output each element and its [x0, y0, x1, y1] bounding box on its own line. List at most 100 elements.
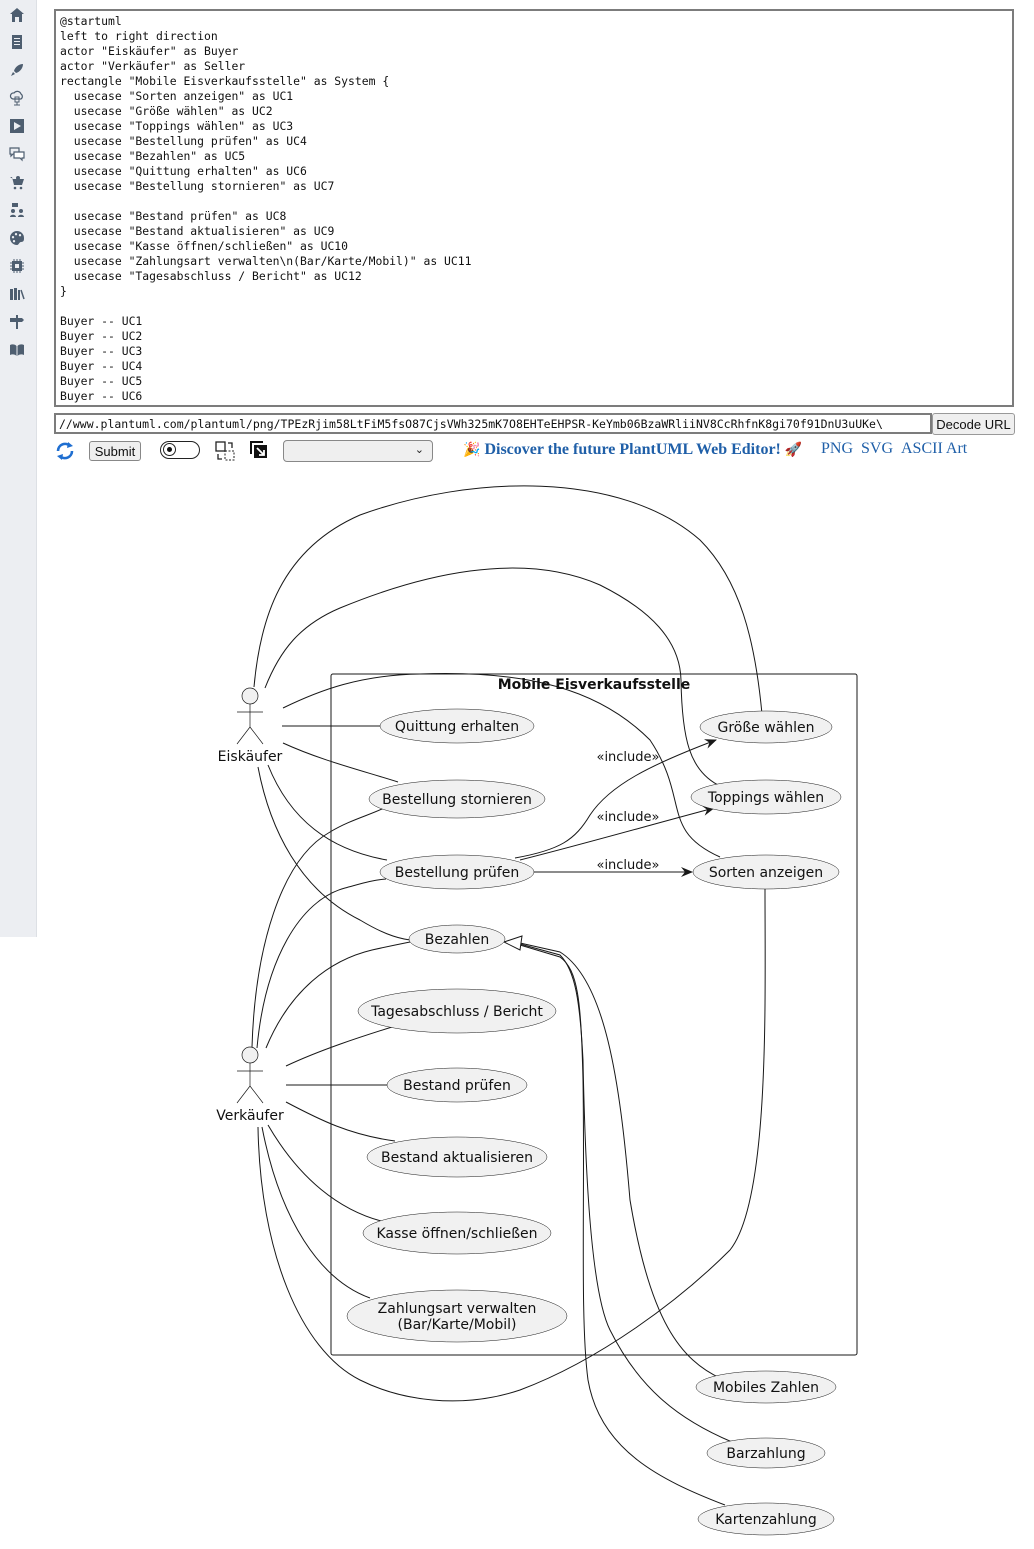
- include-label: «include»: [596, 810, 659, 825]
- edge-seller-uc1: [257, 888, 766, 1402]
- chip-icon: [10, 259, 24, 273]
- team-icon: [10, 203, 24, 217]
- export-window-icon[interactable]: [249, 440, 269, 460]
- rocket-emoji-icon: 🚀: [784, 443, 803, 458]
- usecase-label: Größe wählen: [717, 720, 814, 736]
- encoded-url-input[interactable]: [54, 413, 932, 434]
- diagram-select[interactable]: ⌄: [283, 440, 433, 462]
- usecase-uc11[interactable]: Zahlungsart verwalten (Bar/Karte/Mobil): [346, 1289, 568, 1343]
- party-icon: 🎉: [463, 443, 481, 458]
- svg-link[interactable]: SVG: [861, 440, 894, 457]
- source-editor[interactable]: @startuml left to right direction actor …: [54, 9, 1014, 407]
- sidebar-palette[interactable]: [8, 229, 26, 247]
- edge-seller-uc11: [261, 1126, 371, 1299]
- usecase-label: Bestellung prüfen: [395, 865, 519, 881]
- swap-layout-icon[interactable]: [214, 440, 236, 462]
- sun-icon: [163, 443, 176, 456]
- sidebar-book[interactable]: [8, 341, 26, 359]
- actor-head: [241, 1046, 259, 1064]
- include-uc4-uc2: [514, 739, 717, 859]
- include-uc4-uc3: [519, 805, 715, 861]
- usecase-label: Kartenzahlung: [715, 1512, 817, 1528]
- usecase-uc4[interactable]: Bestellung prüfen: [379, 854, 535, 890]
- source-code[interactable]: @startuml left to right direction actor …: [60, 14, 472, 403]
- chat-icon: [9, 147, 25, 162]
- sidebar-cart[interactable]: [8, 173, 26, 191]
- sidebar-rocket[interactable]: [8, 61, 26, 79]
- edge-seller-uc10: [267, 1124, 382, 1222]
- document-icon: [12, 35, 22, 49]
- usecase-uc12[interactable]: Tagesabschluss / Bericht: [357, 988, 557, 1034]
- usecase-uc5[interactable]: Bezahlen: [408, 924, 506, 954]
- usecase-uc3[interactable]: Toppings wählen: [690, 779, 842, 815]
- sidebar-signpost[interactable]: [8, 313, 26, 331]
- edge-buyer-uc7: [282, 742, 399, 783]
- palette-icon: [10, 231, 24, 245]
- usecase-label: Quittung erhalten: [395, 719, 519, 735]
- usecase-label: Bestand prüfen: [403, 1078, 511, 1094]
- decode-url-button[interactable]: Decode URL: [932, 413, 1015, 435]
- usecase-label: Sorten anzeigen: [709, 865, 823, 881]
- actor-seller[interactable]: Verkäufer: [216, 1046, 284, 1124]
- usecase-label-line1: Zahlungsart verwalten: [378, 1301, 537, 1317]
- cloud-server-icon: [9, 90, 23, 106]
- sidebar-play[interactable]: [8, 117, 26, 135]
- sidebar-team[interactable]: [8, 201, 26, 219]
- actor-head: [241, 687, 259, 705]
- actor-label: Eiskäufer: [218, 749, 283, 765]
- usecase-card-payment[interactable]: Kartenzahlung: [697, 1502, 835, 1536]
- sidebar-chat[interactable]: [8, 145, 26, 163]
- book-icon: [10, 344, 24, 356]
- sidebar-document[interactable]: [8, 33, 26, 51]
- png-link[interactable]: PNG: [821, 440, 854, 457]
- sidebar-chip[interactable]: [8, 257, 26, 275]
- usecase-uc1[interactable]: Sorten anzeigen: [692, 854, 840, 890]
- usecase-label-line2: (Bar/Karte/Mobil): [398, 1317, 517, 1333]
- promo-link[interactable]: 🎉 Discover the future PlantUML Web Edito…: [463, 441, 802, 459]
- actor-body: [236, 1063, 264, 1104]
- refresh-icon[interactable]: [54, 440, 76, 462]
- edge-cash-bezahlen: [519, 943, 733, 1443]
- sidebar-cloud[interactable]: [8, 89, 26, 107]
- usecase-cash-payment[interactable]: Barzahlung: [706, 1437, 826, 1469]
- system-boundary: [330, 673, 858, 1356]
- actor-body: [236, 704, 264, 745]
- ascii-art-link[interactable]: ASCII Art: [901, 440, 968, 457]
- sidebar-library[interactable]: [8, 285, 26, 303]
- usecase-uc2[interactable]: Größe wählen: [699, 710, 833, 744]
- usecase-label: Tagesabschluss / Bericht: [370, 1004, 543, 1020]
- actor-label: Verkäufer: [216, 1108, 284, 1124]
- associations: [251, 485, 766, 1506]
- edge-buyer-uc5: [257, 766, 411, 941]
- usecase-uc9[interactable]: Bestand aktualisieren: [366, 1136, 548, 1178]
- usecase-uc10[interactable]: Kasse öffnen/schließen: [362, 1211, 552, 1255]
- sidebar-home[interactable]: [8, 6, 26, 24]
- rocket-icon: [11, 64, 23, 76]
- actor-buyer[interactable]: Eiskäufer: [218, 687, 283, 765]
- usecase-mobile-payment[interactable]: Mobiles Zahlen: [695, 1370, 837, 1404]
- submit-button[interactable]: Submit: [89, 441, 141, 461]
- system-title: Mobile Eisverkaufsstelle: [498, 677, 691, 693]
- edge-mobile-bezahlen: [519, 942, 723, 1380]
- generalization-arrowhead: [502, 935, 523, 951]
- cart-icon: [10, 176, 24, 190]
- edge-buyer-uc3: [264, 567, 719, 786]
- edge-seller-uc12: [285, 1026, 393, 1067]
- sidebar: [0, 0, 37, 937]
- usecase-label: Mobiles Zahlen: [713, 1380, 819, 1396]
- promo-text[interactable]: Discover the future PlantUML Web Editor!: [484, 441, 781, 458]
- usecase-label: Barzahlung: [726, 1446, 805, 1462]
- usecase-uc6[interactable]: Quittung erhalten: [379, 708, 535, 744]
- usecase-label: Kasse öffnen/schließen: [376, 1226, 537, 1242]
- edge-seller-uc9: [285, 1101, 396, 1142]
- uml-diagram: «include» «include» «include» Mobile Eis…: [216, 485, 858, 1536]
- usecase-uc8[interactable]: Bestand prüfen: [386, 1067, 528, 1103]
- include-label: «include»: [596, 750, 659, 765]
- usecase-uc7[interactable]: Bestellung stornieren: [368, 779, 546, 819]
- include-label: «include»: [596, 858, 659, 873]
- usecase-label: Bezahlen: [425, 932, 489, 948]
- edge-buyer-uc2: [253, 485, 763, 715]
- signpost-icon: [10, 315, 24, 329]
- edge-seller-uc4: [256, 878, 387, 1049]
- theme-toggle[interactable]: [160, 441, 200, 459]
